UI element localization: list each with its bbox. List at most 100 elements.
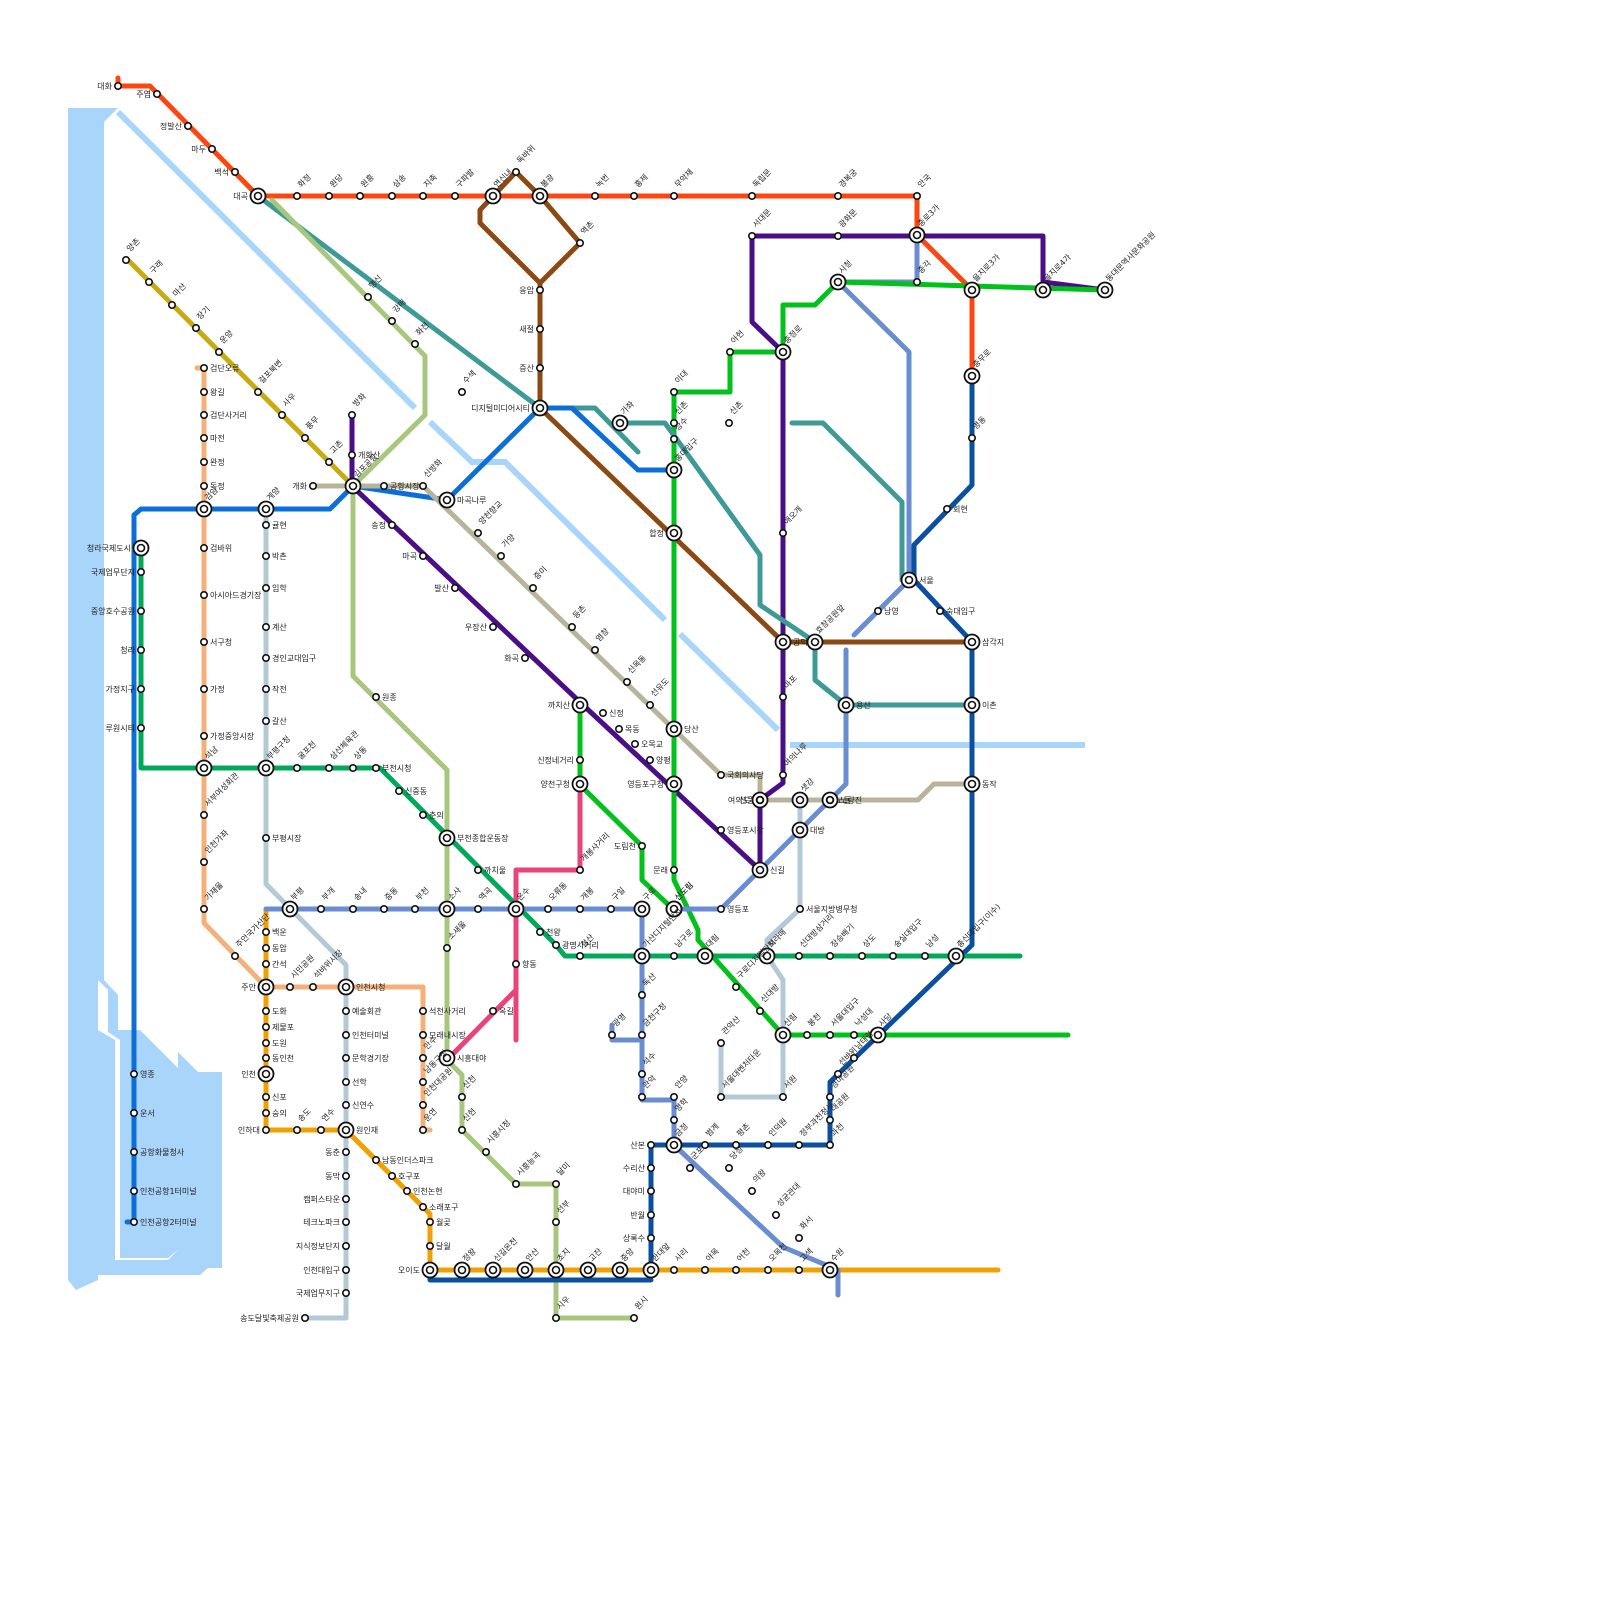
station-137[interactable] (263, 835, 269, 841)
station-276[interactable] (350, 765, 356, 771)
station-169[interactable] (302, 435, 308, 441)
station-201[interactable] (718, 827, 724, 833)
station-222[interactable] (577, 240, 583, 246)
station-24[interactable] (1098, 283, 1113, 298)
station-241[interactable] (859, 953, 865, 959)
station-41[interactable] (827, 1094, 833, 1100)
station-103[interactable] (201, 389, 207, 395)
station-32[interactable] (902, 573, 917, 588)
station-23[interactable] (1036, 283, 1051, 298)
station-217[interactable] (667, 526, 682, 541)
station-22[interactable] (965, 283, 980, 298)
station-253[interactable] (639, 1094, 645, 1100)
station-142[interactable] (343, 1102, 349, 1108)
station-81[interactable] (263, 945, 269, 951)
station-283[interactable] (459, 1127, 465, 1133)
station-69[interactable] (318, 1127, 324, 1133)
station-260[interactable] (796, 1235, 802, 1241)
station-282[interactable] (459, 1094, 465, 1100)
station-230[interactable] (698, 949, 713, 964)
station-179[interactable] (569, 624, 575, 630)
station-215[interactable] (726, 420, 732, 426)
station-195[interactable] (573, 698, 588, 713)
station-74[interactable] (259, 1067, 274, 1082)
station-271[interactable] (373, 765, 379, 771)
station-234[interactable] (776, 1028, 791, 1043)
station-11[interactable] (452, 193, 458, 199)
station-245[interactable] (635, 949, 650, 964)
station-202[interactable] (757, 797, 763, 803)
station-106[interactable] (201, 459, 207, 465)
station-135[interactable] (263, 718, 269, 724)
station-174[interactable] (420, 483, 426, 489)
station-249[interactable] (639, 992, 645, 998)
station-159[interactable] (131, 1149, 137, 1155)
station-146[interactable] (343, 1219, 349, 1225)
station-200[interactable] (667, 777, 682, 792)
station-270[interactable] (797, 906, 803, 912)
station-188[interactable] (349, 412, 355, 418)
station-198[interactable] (632, 741, 638, 747)
station-254[interactable] (671, 1094, 677, 1100)
station-118[interactable] (232, 953, 238, 959)
station-219[interactable] (537, 287, 543, 293)
station-3[interactable] (209, 146, 215, 152)
station-88[interactable] (440, 902, 455, 917)
station-203[interactable] (780, 772, 786, 778)
station-54[interactable] (644, 1263, 659, 1278)
station-65[interactable] (404, 1188, 410, 1194)
station-83[interactable] (283, 902, 298, 917)
station-164[interactable] (169, 302, 175, 308)
station-30[interactable] (969, 435, 975, 441)
station-1[interactable] (154, 91, 160, 97)
station-275[interactable] (475, 867, 481, 873)
station-227[interactable] (639, 843, 645, 849)
station-175[interactable] (440, 493, 455, 508)
station-59[interactable] (486, 1263, 501, 1278)
station-78[interactable] (263, 1008, 269, 1014)
station-124[interactable] (420, 1055, 426, 1061)
station-280[interactable] (444, 945, 450, 951)
station-14[interactable] (533, 189, 548, 204)
station-192[interactable] (452, 585, 458, 591)
station-82[interactable] (263, 929, 269, 935)
station-243[interactable] (922, 953, 928, 959)
station-16[interactable] (631, 193, 637, 199)
station-79[interactable] (259, 980, 274, 995)
station-197[interactable] (616, 726, 622, 732)
station-155[interactable] (138, 686, 144, 692)
station-47[interactable] (702, 1142, 708, 1148)
station-64[interactable] (420, 1204, 426, 1210)
station-134[interactable] (263, 686, 269, 692)
station-168[interactable] (279, 412, 285, 418)
station-85[interactable] (350, 906, 356, 912)
station-104[interactable] (201, 412, 207, 418)
station-37[interactable] (949, 949, 964, 964)
station-244[interactable] (671, 953, 677, 959)
station-279[interactable] (373, 694, 379, 700)
station-214[interactable] (613, 416, 628, 431)
station-232[interactable] (733, 984, 739, 990)
station-56[interactable] (581, 1263, 596, 1278)
station-75[interactable] (263, 1055, 269, 1061)
station-191[interactable] (420, 553, 426, 559)
station-145[interactable] (343, 1196, 349, 1202)
station-52[interactable] (648, 1212, 654, 1218)
station-50[interactable] (648, 1165, 654, 1171)
station-171[interactable] (346, 479, 361, 494)
station-272[interactable] (396, 788, 402, 794)
station-261[interactable] (823, 1263, 838, 1278)
station-154[interactable] (138, 647, 144, 653)
station-91[interactable] (545, 906, 551, 912)
station-139[interactable] (343, 1032, 349, 1038)
station-147[interactable] (343, 1243, 349, 1249)
station-199[interactable] (647, 757, 653, 763)
station-13[interactable] (513, 169, 519, 175)
station-278[interactable] (294, 765, 300, 771)
station-27[interactable] (914, 279, 920, 285)
station-9[interactable] (389, 193, 395, 199)
station-289[interactable] (631, 1315, 637, 1321)
station-152[interactable] (138, 569, 144, 575)
station-166[interactable] (216, 349, 222, 355)
station-129[interactable] (263, 522, 269, 528)
